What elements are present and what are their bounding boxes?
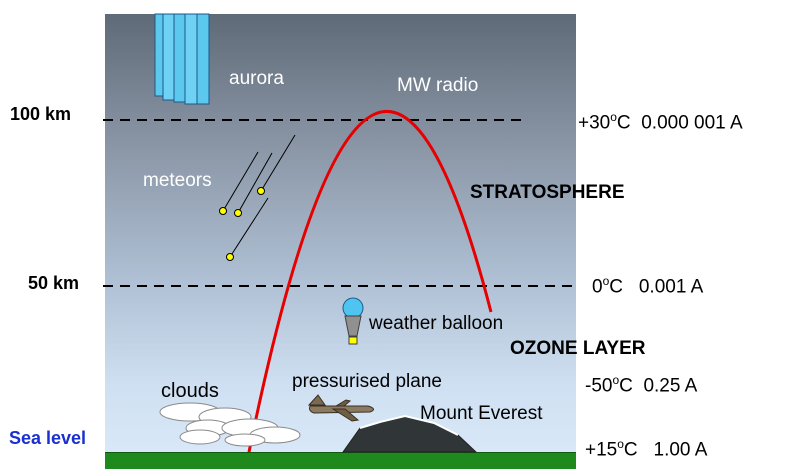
stratosphere-label: STRATOSPHERE <box>470 182 625 203</box>
altitude-label-50km: 50 km <box>28 273 80 293</box>
pressure-sea-level: 1.00 A <box>653 439 708 461</box>
degree-mark: o <box>610 110 617 124</box>
temp-unit: C <box>623 439 638 461</box>
weather-balloon-label: weather balloon <box>369 313 504 334</box>
temp-unit: C <box>616 112 631 134</box>
aurora-label: aurora <box>229 68 284 89</box>
weather-balloon-icon <box>342 297 364 345</box>
degree-mark: o <box>612 373 620 387</box>
mw-radio-label: MW radio <box>397 75 479 96</box>
conditions-sea-level: +15oC 1.00 A <box>585 437 707 461</box>
pressurised-plane-label: pressurised plane <box>292 371 442 392</box>
mountain-icon <box>342 414 478 453</box>
temp-50km: 0 <box>592 276 603 298</box>
pressure-50km: 0.001 A <box>638 276 704 298</box>
temp-mid: -50 <box>585 375 613 397</box>
ozone-layer-label: OZONE LAYER <box>510 338 646 359</box>
degree-mark: o <box>602 274 610 288</box>
altitude-label-100km: 100 km <box>10 104 72 124</box>
conditions-mid: -50oC 0.25 A <box>585 373 697 397</box>
pressure-mid: 0.25 A <box>643 375 698 397</box>
temp-sea-level: +15 <box>585 439 618 461</box>
ground-strip <box>105 452 576 469</box>
degree-mark: o <box>617 437 624 451</box>
conditions-100km: +30oC 0.000 001 A <box>578 110 743 134</box>
aurora-icon <box>154 13 210 105</box>
temp-unit: C <box>619 375 633 397</box>
meteors-label: meteors <box>143 170 212 191</box>
temp-100km: +30 <box>578 112 611 134</box>
meteors-icon <box>219 134 296 261</box>
clouds-label: clouds <box>161 380 219 402</box>
temp-unit: C <box>609 276 623 298</box>
sea-level-label: Sea level <box>9 428 87 448</box>
conditions-50km: 0oC 0.001 A <box>592 274 703 298</box>
plane-icon <box>307 394 374 422</box>
pressure-100km: 0.000 001 A <box>641 112 743 134</box>
mw-radio-arc <box>247 110 493 453</box>
mount-everest-label: Mount Everest <box>420 403 543 424</box>
clouds-icon <box>159 402 301 447</box>
